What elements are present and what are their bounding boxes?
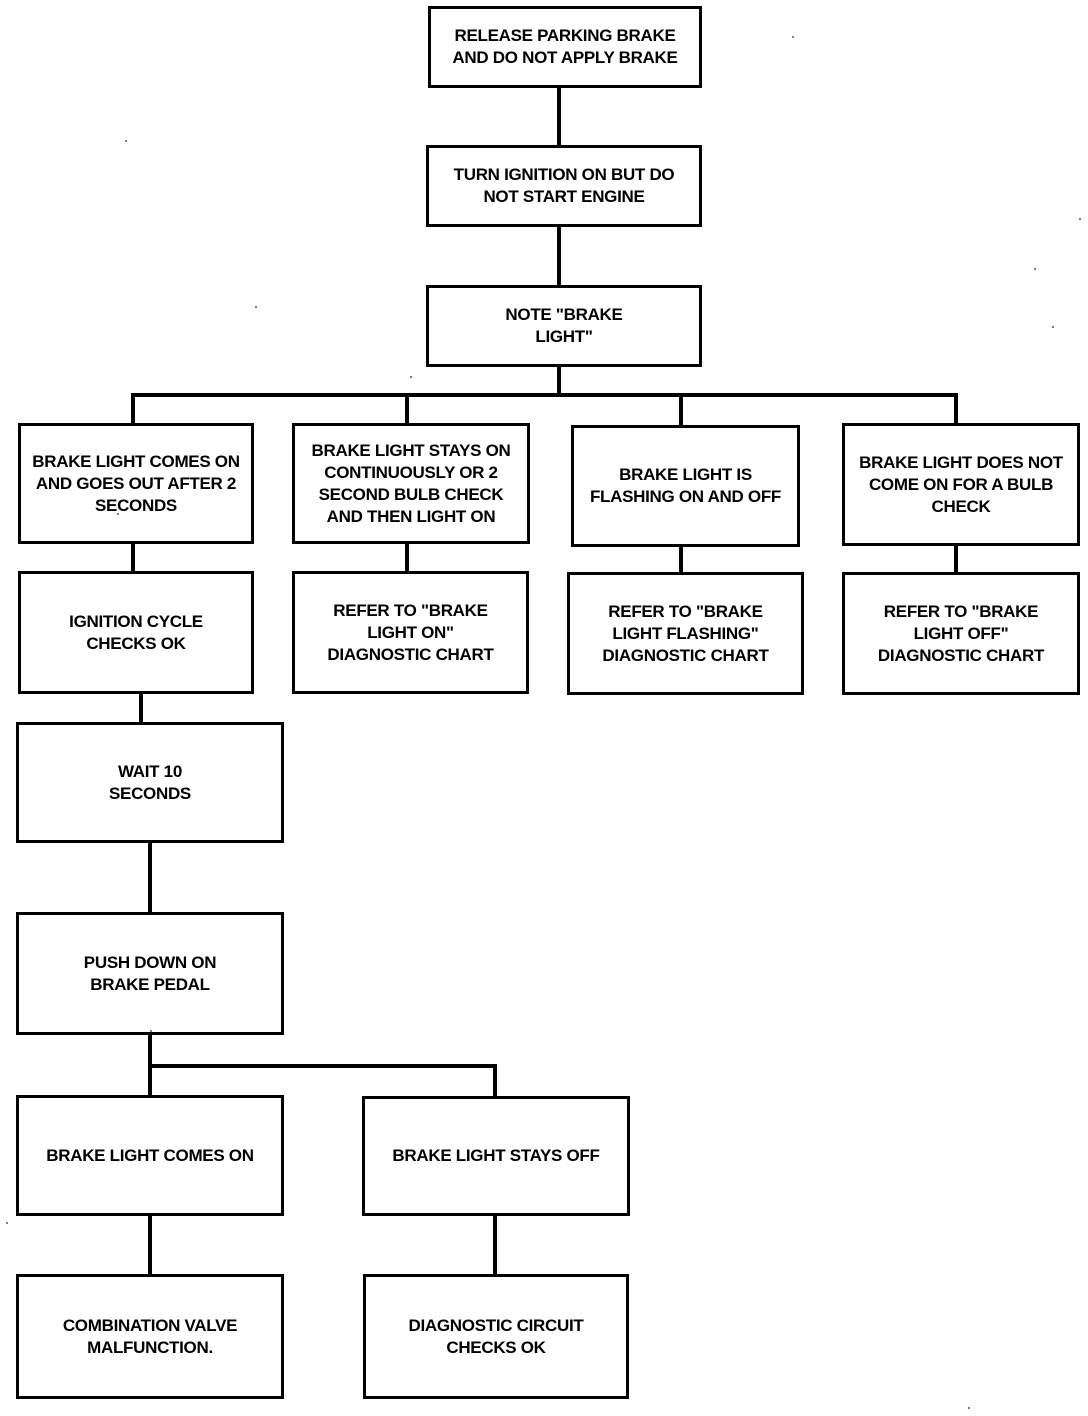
result-ignition-cycle-ok-label: IGNITION CYCLE CHECKS OK <box>69 611 203 653</box>
result-combination-valve-malfunction: COMBINATION VALVE MALFUNCTION. <box>16 1274 284 1399</box>
connector-branch-horizontal <box>131 393 958 397</box>
connector-stays-on-to-refer <box>405 542 409 573</box>
refer-brake-light-on-chart: REFER TO "BRAKE LIGHT ON" DIAGNOSTIC CHA… <box>292 571 529 694</box>
result-combination-valve-malfunction-label: COMBINATION VALVE MALFUNCTION. <box>62 1315 238 1357</box>
connector-note-down <box>557 365 561 395</box>
step-release-parking-brake: RELEASE PARKING BRAKE AND DO NOT APPLY B… <box>428 6 702 88</box>
step-wait-10-seconds-label: WAIT 10 SECONDS <box>109 761 191 803</box>
outcome-stays-on: BRAKE LIGHT STAYS ON CONTINUOUSLY OR 2 S… <box>292 423 530 544</box>
connector-comes-on-to-valve <box>148 1214 152 1276</box>
outcome-no-bulb-check: BRAKE LIGHT DOES NOT COME ON FOR A BULB … <box>842 423 1080 546</box>
step-release-parking-brake-label: RELEASE PARKING BRAKE AND DO NOT APPLY B… <box>452 26 678 67</box>
refer-brake-light-off-chart-label: REFER TO "BRAKE LIGHT OFF" DIAGNOSTIC CH… <box>877 601 1045 665</box>
step-turn-ignition-on-label: TURN IGNITION ON BUT DO NOT START ENGINE <box>453 165 675 206</box>
result-ignition-cycle-ok: IGNITION CYCLE CHECKS OK <box>18 571 254 694</box>
step-note-brake-light: NOTE "BRAKE LIGHT" <box>426 285 702 367</box>
scan-speck <box>117 513 119 515</box>
scan-speck <box>150 1030 152 1032</box>
outcome-light-comes-on: BRAKE LIGHT COMES ON <box>16 1095 284 1216</box>
refer-brake-light-on-chart-label: REFER TO "BRAKE LIGHT ON" DIAGNOSTIC CHA… <box>327 600 494 664</box>
scan-speck <box>968 1407 970 1409</box>
scan-speck <box>1052 326 1054 328</box>
connector-branch-1 <box>131 393 135 425</box>
scan-speck <box>125 140 127 142</box>
scan-speck <box>6 1222 8 1224</box>
outcome-light-comes-on-label: BRAKE LIGHT COMES ON <box>46 1145 254 1165</box>
outcome-no-bulb-check-label: BRAKE LIGHT DOES NOT COME ON FOR A BULB … <box>859 452 1063 516</box>
connector-branch-3 <box>679 393 683 427</box>
outcome-comes-on-goes-out-label: BRAKE LIGHT COMES ON AND GOES OUT AFTER … <box>32 451 240 515</box>
result-diagnostic-circuit-ok: DIAGNOSTIC CIRCUIT CHECKS OK <box>363 1274 629 1399</box>
step-turn-ignition-on: TURN IGNITION ON BUT DO NOT START ENGINE <box>426 145 702 227</box>
outcome-light-stays-off: BRAKE LIGHT STAYS OFF <box>362 1096 630 1216</box>
step-wait-10-seconds: WAIT 10 SECONDS <box>16 722 284 843</box>
connector-wait-to-push <box>148 841 152 914</box>
scan-speck <box>1034 268 1036 270</box>
outcome-comes-on-goes-out: BRAKE LIGHT COMES ON AND GOES OUT AFTER … <box>18 423 254 544</box>
outcome-light-stays-off-label: BRAKE LIGHT STAYS OFF <box>392 1146 600 1165</box>
step-push-brake-pedal-label: PUSH DOWN ON BRAKE PEDAL <box>83 952 217 994</box>
step-push-brake-pedal: PUSH DOWN ON BRAKE PEDAL <box>16 912 284 1035</box>
scan-speck <box>1079 218 1081 220</box>
result-diagnostic-circuit-ok-label: DIAGNOSTIC CIRCUIT CHECKS OK <box>408 1315 584 1357</box>
outcome-flashing-label: BRAKE LIGHT IS FLASHING ON AND OFF <box>589 465 782 506</box>
connector-push-branch-right <box>493 1064 497 1098</box>
refer-brake-light-flashing-chart: REFER TO "BRAKE LIGHT FLASHING" DIAGNOST… <box>567 572 804 695</box>
scan-speck <box>792 36 794 38</box>
connector-no-bulb-to-refer <box>954 544 958 574</box>
connector-branch-4 <box>954 393 958 425</box>
outcome-stays-on-label: BRAKE LIGHT STAYS ON CONTINUOUSLY OR 2 S… <box>311 440 511 526</box>
refer-brake-light-off-chart: REFER TO "BRAKE LIGHT OFF" DIAGNOSTIC CH… <box>842 572 1080 695</box>
connector-cycle-ok-to-wait <box>139 692 143 724</box>
outcome-flashing: BRAKE LIGHT IS FLASHING ON AND OFF <box>571 425 800 547</box>
refer-brake-light-flashing-chart-label: REFER TO "BRAKE LIGHT FLASHING" DIAGNOST… <box>602 601 769 665</box>
connector-comes-on-to-cycle-ok <box>131 542 135 573</box>
connector-flashing-to-refer <box>679 545 683 574</box>
step-note-brake-light-label: NOTE "BRAKE LIGHT" <box>505 305 623 346</box>
connector-stays-off-to-circuit <box>493 1214 497 1276</box>
scan-speck <box>410 376 412 378</box>
connector-push-branch-horizontal <box>148 1064 497 1068</box>
scan-speck <box>255 306 257 308</box>
connector-branch-2 <box>405 393 409 425</box>
connector-ignition-to-note <box>557 225 561 287</box>
connector-release-to-ignition <box>557 86 561 147</box>
